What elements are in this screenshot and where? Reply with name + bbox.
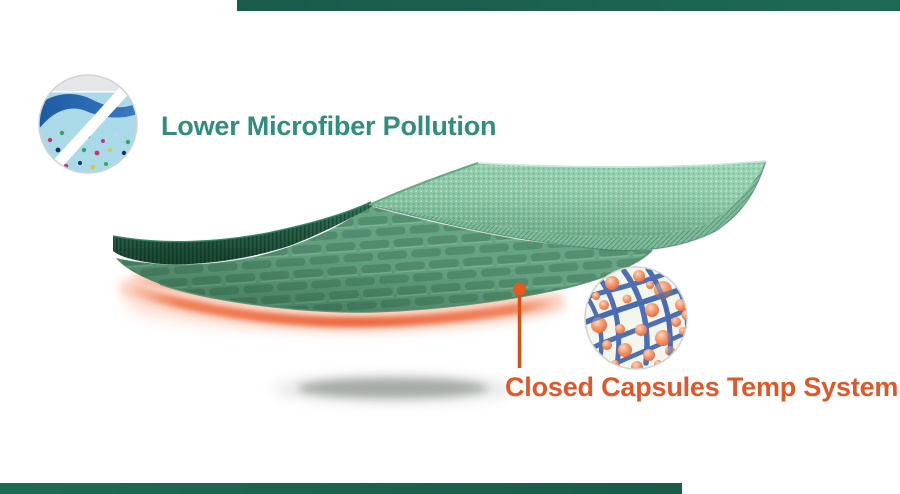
capsule-callout-connector bbox=[513, 282, 526, 368]
bottom-accent-bar bbox=[0, 483, 682, 494]
prohibition-slash bbox=[45, 76, 137, 173]
closed-capsules-label: Closed Capsules Temp System bbox=[505, 372, 899, 402]
fabric-top-layer bbox=[368, 160, 767, 239]
lower-microfiber-label: Lower Microfiber Pollution bbox=[161, 111, 497, 141]
no-microfiber-pollution-icon bbox=[38, 74, 138, 174]
top-accent-bar bbox=[237, 0, 900, 11]
fabric-edge-band bbox=[368, 160, 767, 252]
fabric-swatch bbox=[112, 160, 767, 313]
connector-dot bbox=[513, 282, 526, 296]
fiber-strands-over bbox=[585, 267, 687, 356]
ground-shadow bbox=[273, 376, 513, 402]
fabric-middle-layer bbox=[116, 206, 653, 313]
ocean-wave bbox=[39, 94, 137, 129]
fabric-dark-flap bbox=[112, 201, 373, 265]
closed-capsules-closeup-icon bbox=[584, 266, 688, 370]
